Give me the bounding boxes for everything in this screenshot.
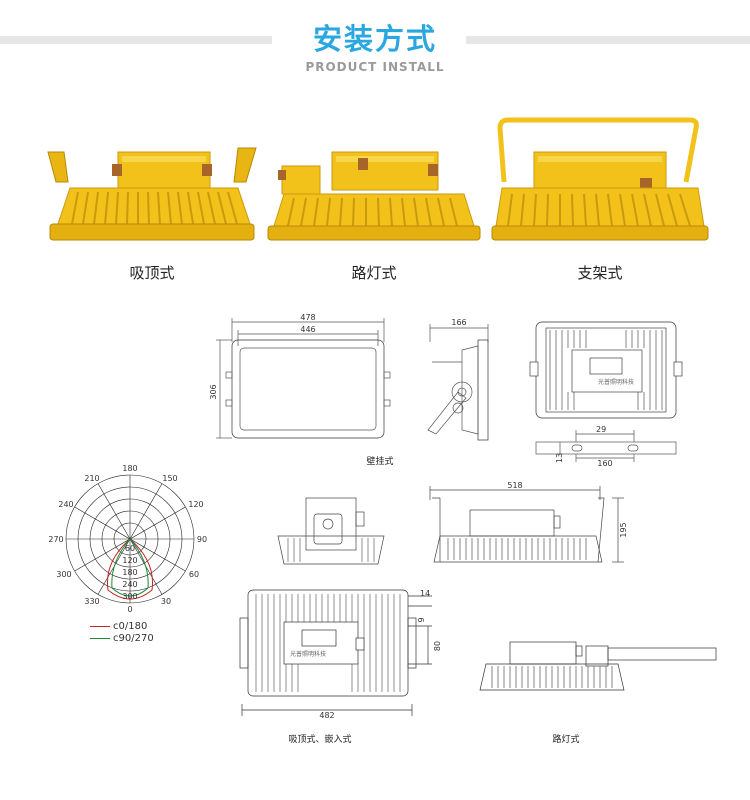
dim-bracket-height: 195 bbox=[619, 522, 628, 537]
section-subtitle: PRODUCT INSTALL bbox=[305, 60, 445, 74]
photo-caption-ceiling: 吸顶式 bbox=[129, 264, 175, 282]
dim-29: 29 bbox=[596, 425, 606, 434]
caption-ceiling-embedded: 吸顶式、嵌入式 bbox=[288, 735, 352, 745]
legend-swatch-red bbox=[90, 625, 110, 627]
dim-9: 9 bbox=[417, 617, 426, 622]
angle-label-0: 0 bbox=[127, 605, 132, 614]
legend-label-c90: c90/270 bbox=[113, 632, 154, 644]
top-nameplate-text: 光普照明科技 bbox=[290, 650, 326, 658]
angle-label-150: 150 bbox=[162, 474, 177, 483]
radial-label-180: 180 bbox=[122, 568, 137, 577]
dim-outer-width: 478 bbox=[300, 313, 315, 322]
drawing-wall-side: 166 bbox=[418, 312, 498, 444]
dim-13: 13 bbox=[555, 453, 564, 463]
section-title: 安装方式 bbox=[312, 22, 437, 56]
angle-label-30: 30 bbox=[161, 597, 171, 606]
angle-label-210: 210 bbox=[84, 474, 99, 483]
angle-label-270: 270 bbox=[48, 535, 63, 544]
drawing-bracket-front: 518 195 bbox=[420, 480, 630, 570]
dim-14: 14 bbox=[420, 589, 430, 598]
header-rule-right bbox=[466, 36, 750, 44]
drawing-street-side bbox=[476, 636, 726, 700]
section-header: 安装方式 PRODUCT INSTALL bbox=[0, 0, 750, 80]
angle-label-120: 120 bbox=[188, 500, 203, 509]
polar-legend: c0/180 c90/270 bbox=[90, 620, 154, 644]
dim-height: 306 bbox=[209, 384, 218, 399]
polar-light-distribution-chart: 180 210 150 240 120 270 90 300 60 330 30… bbox=[44, 462, 234, 624]
photo-caption-street: 路灯式 bbox=[351, 264, 397, 282]
radial-label-240: 240 bbox=[122, 580, 137, 589]
legend-label-c0: c0/180 bbox=[113, 620, 148, 632]
photo-ceiling-mount bbox=[42, 112, 262, 252]
angle-label-90: 90 bbox=[197, 535, 207, 544]
drawing-wall-rear: 光普照明科技 29 13 160 bbox=[522, 318, 692, 468]
radial-label-60: 60 bbox=[125, 544, 135, 553]
header-rule-left bbox=[0, 36, 272, 44]
photo-street-mount bbox=[264, 112, 484, 252]
angle-label-180: 180 bbox=[122, 464, 137, 473]
angle-label-60: 60 bbox=[189, 570, 199, 579]
radial-label-120: 120 bbox=[122, 556, 137, 565]
angle-label-330: 330 bbox=[84, 597, 99, 606]
photo-bracket-mount bbox=[490, 112, 710, 252]
caption-wall-mount: 壁挂式 bbox=[366, 457, 394, 467]
drawing-ceiling-top: 光普照明科技 482 14 9 80 bbox=[232, 586, 442, 720]
drawing-wall-front: 478 446 306 bbox=[208, 312, 398, 444]
dim-depth: 166 bbox=[451, 318, 466, 327]
legend-item-c0: c0/180 bbox=[90, 620, 154, 632]
dim-inner-width: 446 bbox=[300, 325, 315, 334]
caption-street-light: 路灯式 bbox=[552, 735, 580, 745]
dim-bracket-width: 518 bbox=[507, 481, 522, 490]
dim-80: 80 bbox=[433, 641, 442, 651]
dim-160: 160 bbox=[597, 459, 612, 468]
drawing-ceiling-side bbox=[274, 494, 390, 570]
angle-label-300: 300 bbox=[56, 570, 71, 579]
radial-label-300: 300 bbox=[122, 592, 137, 601]
legend-swatch-green bbox=[90, 637, 110, 639]
photo-caption-bracket: 支架式 bbox=[577, 264, 623, 282]
dim-bottom-width: 482 bbox=[319, 711, 334, 720]
legend-item-c90: c90/270 bbox=[90, 632, 154, 644]
rear-nameplate-text: 光普照明科技 bbox=[598, 378, 634, 386]
angle-label-240: 240 bbox=[58, 500, 73, 509]
